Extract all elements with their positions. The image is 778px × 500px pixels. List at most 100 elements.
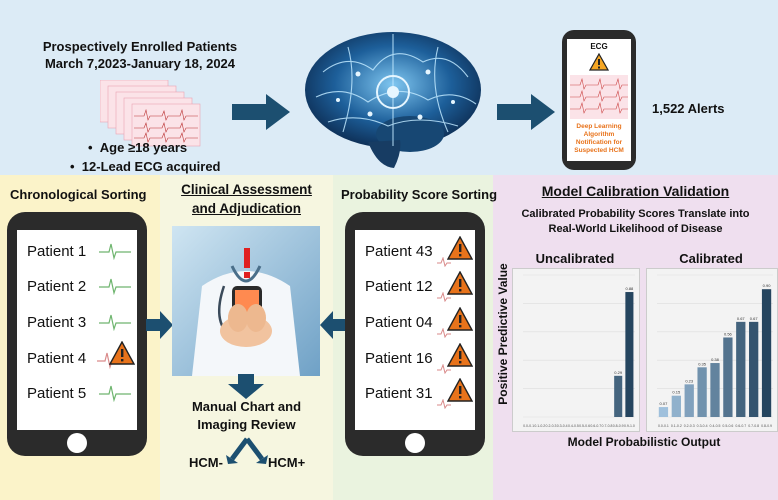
list-item: Patient 5 bbox=[27, 385, 87, 402]
x-tick-label: 0.6-0.7 bbox=[590, 424, 601, 428]
phone-screen: ECG Deep Learning Algorithm Notification… bbox=[567, 39, 631, 161]
bar-chart-calibrated: 0.070.0-0.10.150.1-0.20.230.2-0.30.350.3… bbox=[657, 274, 773, 428]
x-tick-label: 0.1-0.2 bbox=[534, 424, 545, 428]
list-item: Patient 16 bbox=[365, 350, 433, 367]
ecg-trace-icon bbox=[437, 396, 451, 414]
criteria-item: • Age ≥18 years bbox=[88, 140, 188, 155]
calibration-title: Model Calibration Validation bbox=[541, 183, 730, 199]
clinical-title: Clinical Assessment and Adjudication bbox=[160, 180, 333, 218]
bar-value-label: 0.07 bbox=[660, 401, 669, 406]
list-item: Patient 43 bbox=[365, 243, 433, 260]
bar bbox=[736, 321, 746, 417]
criteria-item: • 12-Lead ECG acquired bbox=[70, 159, 221, 174]
ecg-trace-icon bbox=[99, 384, 131, 407]
ecg-trace-icon bbox=[437, 254, 451, 272]
list-item: Patient 2 bbox=[27, 278, 87, 295]
x-tick-label: 0.5-0.6 bbox=[579, 424, 590, 428]
chronological-phone: Patient 1 Patient 2 Patient 3 Patient 4 … bbox=[7, 212, 147, 456]
ecg-trace-icon bbox=[437, 325, 451, 343]
x-tick-label: 0.1-0.2 bbox=[671, 424, 682, 428]
x-tick-label: 0.2-0.3 bbox=[546, 424, 557, 428]
y-axis-label: Positive Predictive Value bbox=[496, 263, 510, 405]
warning-icon bbox=[589, 53, 609, 71]
arrow-right-icon bbox=[146, 310, 174, 345]
warning-icon bbox=[447, 236, 473, 260]
warning-icon bbox=[447, 343, 473, 367]
ecg-trace-icon bbox=[99, 242, 131, 265]
bar-value-label: 0.56 bbox=[724, 331, 733, 336]
chart-review-line2: Imaging Review bbox=[197, 417, 296, 432]
x-tick-label: 0.8-0.9 bbox=[613, 424, 624, 428]
x-tick-label: 0.0-0.1 bbox=[523, 424, 534, 428]
bar-value-label: 0.67 bbox=[750, 316, 759, 321]
bar bbox=[697, 367, 707, 417]
arrow-down-icon bbox=[226, 374, 266, 405]
bar-value-label: 0.35 bbox=[698, 361, 707, 366]
brain-ai-illustration bbox=[298, 22, 488, 177]
bar bbox=[761, 289, 772, 417]
x-tick-label: 0.3-0.4 bbox=[557, 424, 568, 428]
bar bbox=[723, 337, 733, 417]
warning-icon bbox=[447, 307, 473, 331]
ecg-trace-icon bbox=[437, 289, 451, 307]
bar bbox=[684, 384, 694, 417]
bar bbox=[671, 395, 681, 417]
bar-value-label: 0.38 bbox=[711, 357, 720, 362]
phone-title: ECG bbox=[590, 42, 608, 51]
ecg-trace-icon bbox=[99, 277, 131, 300]
list-item: Patient 4 bbox=[27, 350, 87, 367]
clinical-title-line1: Clinical Assessment bbox=[181, 182, 312, 197]
arrow-right-icon bbox=[232, 92, 292, 137]
x-tick-label: 0.3-0.4 bbox=[697, 424, 708, 428]
outcome-negative: HCM- bbox=[189, 455, 223, 470]
clinician-illustration bbox=[172, 226, 320, 376]
ecg-trace-icon bbox=[437, 361, 451, 379]
bar-value-label: 0.15 bbox=[672, 390, 681, 395]
criteria-list: • Age ≥18 years • 12-Lead ECG acquired bbox=[70, 138, 221, 176]
x-tick-label: 0.8-0.9 bbox=[761, 424, 772, 428]
x-tick-label: 0.7-0.8 bbox=[602, 424, 613, 428]
x-tick-label: 0.9-1.0 bbox=[624, 424, 635, 428]
home-button bbox=[67, 433, 87, 453]
clinical-title-line2: and Adjudication bbox=[192, 201, 301, 216]
list-item: Patient 12 bbox=[365, 278, 433, 295]
probability-title: Probability Score Sorting bbox=[341, 187, 498, 202]
phone-screen: Patient 1 Patient 2 Patient 3 Patient 4 … bbox=[17, 230, 137, 430]
branch-arrows-icon bbox=[224, 437, 270, 470]
x-tick-label: 0.7-0.8 bbox=[748, 424, 759, 428]
warning-icon bbox=[447, 378, 473, 402]
bar-value-label: 0.88 bbox=[626, 286, 635, 291]
calibration-subtitle-line2: Real-World Likelihood of Disease bbox=[548, 223, 723, 235]
calibration-subtitle-line1: Calibrated Probability Scores Translate … bbox=[521, 208, 750, 220]
chronological-title: Chronological Sorting bbox=[10, 187, 147, 202]
arrow-left-icon bbox=[320, 310, 348, 345]
bar-value-label: 0.23 bbox=[685, 378, 694, 383]
phone-notification-text: Deep Learning Algorithm Notification for… bbox=[574, 123, 624, 154]
bar bbox=[710, 363, 720, 417]
enrollment-heading: Prospectively Enrolled Patients March 7,… bbox=[30, 38, 250, 72]
probability-phone: Patient 43 Patient 12 Patient 04 Patient… bbox=[345, 212, 485, 456]
bar-value-label: 0.29 bbox=[614, 370, 623, 375]
arrow-right-icon bbox=[497, 92, 557, 137]
list-item: Patient 1 bbox=[27, 243, 87, 260]
home-button bbox=[405, 433, 425, 453]
list-item: Patient 3 bbox=[27, 314, 87, 331]
warning-icon bbox=[109, 341, 135, 365]
x-axis-label: Model Probabilistic Output bbox=[567, 435, 721, 449]
alerts-count: 1,522 Alerts bbox=[652, 101, 725, 116]
list-item: Patient 31 bbox=[365, 385, 433, 402]
bar-value-label: 0.67 bbox=[737, 316, 746, 321]
calibration-subtitle: Calibrated Probability Scores Translate … bbox=[493, 207, 778, 237]
phone-screen: Patient 43 Patient 12 Patient 04 Patient… bbox=[355, 230, 475, 430]
enrollment-dates: March 7,2023-January 18, 2024 bbox=[44, 56, 236, 71]
bar bbox=[658, 407, 669, 417]
ecg-paper-stack bbox=[99, 79, 210, 150]
x-tick-label: 0.2-0.3 bbox=[684, 424, 695, 428]
chart-title-uncalibrated: Uncalibrated bbox=[535, 251, 615, 266]
bar bbox=[625, 292, 634, 417]
x-tick-label: 0.4-0.5 bbox=[568, 424, 579, 428]
x-tick-label: 0.5-0.6 bbox=[722, 424, 733, 428]
